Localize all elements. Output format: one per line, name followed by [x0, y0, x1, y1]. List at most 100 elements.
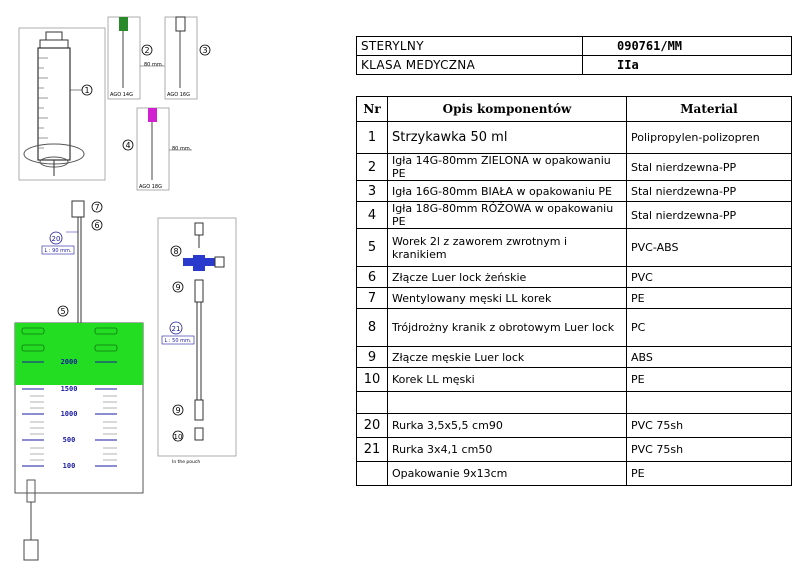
row-material: PE [626, 367, 792, 392]
syringe-panel [18, 27, 106, 181]
sterile-label: STERYLNY [356, 36, 583, 56]
callout-label: 8 [173, 247, 178, 256]
row-nr: 3 [356, 180, 388, 202]
bag-scale-100: 100 [63, 462, 76, 470]
table-row: 2 Igła 14G-80mm ZIELONA w opakowaniu PE … [356, 153, 792, 181]
bag-scale-1000: 1000 [61, 410, 78, 418]
callout-7: 7 [91, 201, 103, 213]
row-nr: 4 [356, 201, 388, 229]
row-nr: 6 [356, 266, 388, 288]
table-row: 4 Igła 18G-80mm RÓŻOWA w opakowaniu PE S… [356, 201, 792, 229]
table-row: 3 Igła 16G-80mm BIAŁA w opakowaniu PE St… [356, 180, 792, 202]
callout-label: 10 [174, 433, 183, 441]
row-opis: Złącze Luer lock żeńskie [387, 266, 627, 288]
row-nr: 1 [356, 121, 388, 154]
col-header-material: Material [626, 96, 792, 122]
col-header-opis: Opis komponentów [387, 96, 627, 122]
row-opis: Igła 14G-80mm ZIELONA w opakowaniu PE [387, 153, 627, 181]
row-opis: Igła 16G-80mm BIAŁA w opakowaniu PE [387, 180, 627, 202]
row-material: ABS [626, 346, 792, 368]
callout-9-top: 9 [172, 281, 184, 293]
bag-scale-500: 500 [63, 436, 76, 444]
callout-label: 1 [84, 86, 89, 95]
technical-drawing: 1 AGO 14G 2 80 mm. AGO 16G 3 AGO 18G 4 8… [14, 16, 237, 561]
components-table: Nr Opis komponentów Material 1 Strzykawk… [356, 96, 792, 486]
row-opis: Wentylowany męski LL korek [387, 287, 627, 309]
row-nr [356, 391, 388, 414]
callout-label: 7 [94, 203, 99, 212]
row-opis: Złącze męskie Luer lock [387, 346, 627, 368]
row-opis: Rurka 3x4,1 cm50 [387, 437, 627, 462]
row-nr: 5 [356, 228, 388, 267]
table-row: 8 Trójdrożny kranik z obrotowym Luer loc… [356, 308, 792, 347]
tube-label-20: L : 90 mm. [45, 248, 72, 254]
row-opis: Korek LL męski [387, 367, 627, 392]
row-material: Stal nierdzewna-PP [626, 153, 792, 181]
components-header-row: Nr Opis komponentów Material [356, 96, 792, 122]
callout-6: 6 [91, 219, 103, 231]
callout-3: 3 [199, 44, 211, 56]
row-opis: Worek 2l z zaworem zwrotnym i kranikiem [387, 228, 627, 267]
bag-tube-assembly [66, 200, 85, 323]
needle-label-14g: AGO 14G [110, 92, 133, 98]
needle-16g-panel: AGO 16G [164, 16, 198, 100]
row-opis: Strzykawka 50 ml [387, 121, 627, 154]
header-table: STERYLNY 090761/MM KLASA MEDYCZNA IIa [356, 36, 792, 75]
catalog-number: 090761/MM [582, 36, 792, 56]
table-row: 9 Złącze męskie Luer lock ABS [356, 346, 792, 368]
row-material: PC [626, 308, 792, 347]
callout-10: 10 [172, 430, 184, 442]
row-material: PE [626, 287, 792, 309]
tube-label-21: L : 50 mm. [165, 338, 192, 344]
callout-1: 1 [81, 84, 93, 96]
header-row-class: KLASA MEDYCZNA IIa [356, 55, 792, 75]
callout-label: 2 [144, 46, 149, 55]
table-row-empty [356, 391, 792, 414]
callout-label: 3 [202, 46, 207, 55]
callout-2: 2 [141, 44, 153, 56]
row-material: PVC [626, 266, 792, 288]
header-row-sterile: STERYLNY 090761/MM [356, 36, 792, 56]
needle-14g-panel: AGO 14G [107, 16, 141, 100]
row-material: Stal nierdzewna-PP [626, 180, 792, 202]
callout-4: 4 [122, 139, 134, 151]
row-opis [387, 391, 627, 414]
callout-label: 9 [175, 406, 180, 415]
needle-label-16g: AGO 16G [167, 92, 190, 98]
row-opis: Opakowanie 9x13cm [387, 461, 627, 486]
callout-label: 20 [52, 235, 61, 243]
needle-18g-panel: AGO 18G [136, 107, 170, 191]
row-nr: 7 [356, 287, 388, 309]
row-material: Polipropylen-polizopren [626, 121, 792, 154]
row-nr: 10 [356, 367, 388, 392]
row-nr: 9 [356, 346, 388, 368]
drainage-bag: 2000 1500 1000 500 100 [14, 322, 144, 561]
callout-label: 5 [60, 307, 65, 316]
needle-label-18g: AGO 18G [139, 184, 162, 190]
row-nr: 8 [356, 308, 388, 347]
row-opis: Igła 18G-80mm RÓŻOWA w opakowaniu PE [387, 201, 627, 229]
table-row: 21 Rurka 3x4,1 cm50 PVC 75sh [356, 437, 792, 462]
row-material: PVC-ABS [626, 228, 792, 267]
row-material: PVC 75sh [626, 437, 792, 462]
row-opis: Rurka 3,5x5,5 cm90 [387, 413, 627, 438]
row-material: PE [626, 461, 792, 486]
dimension-label: 80 mm. [144, 62, 164, 68]
row-nr: 20 [356, 413, 388, 438]
row-nr [356, 461, 388, 486]
medical-class-value: IIa [582, 55, 792, 75]
callout-label: 4 [125, 141, 130, 150]
callout-9-bottom: 9 [172, 404, 184, 416]
stopcock-panel: In the pouch [157, 217, 237, 465]
row-material [626, 391, 792, 414]
pouch-caption: In the pouch [172, 459, 200, 465]
callout-8: 8 [170, 245, 182, 257]
callout-label: 21 [172, 325, 181, 333]
bag-scale-1500: 1500 [61, 385, 78, 393]
medical-class-label: KLASA MEDYCZNA [356, 55, 583, 75]
row-material: Stal nierdzewna-PP [626, 201, 792, 229]
callout-5: 5 [57, 305, 69, 317]
col-header-nr: Nr [356, 96, 388, 122]
row-nr: 21 [356, 437, 388, 462]
table-row: 6 Złącze Luer lock żeńskie PVC [356, 266, 792, 288]
